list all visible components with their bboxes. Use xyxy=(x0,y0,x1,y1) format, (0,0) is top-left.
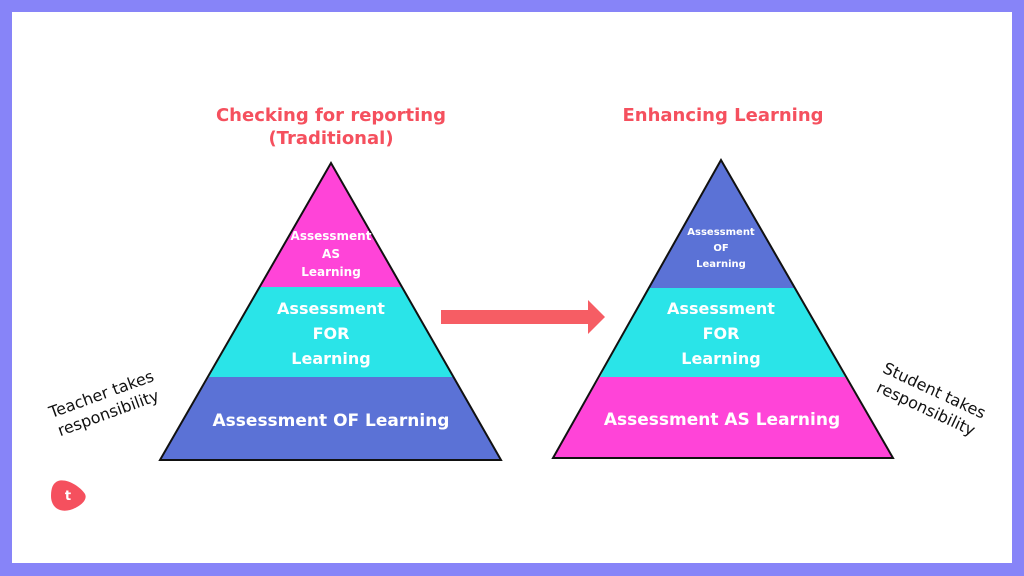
right-middle-line2: FOR xyxy=(703,324,740,343)
left-middle-line3: Learning xyxy=(291,349,370,368)
right-top-line1: Assessment xyxy=(687,227,755,238)
logo-letter: t xyxy=(65,489,71,504)
left-title: Checking for reporting (Traditional) xyxy=(190,104,472,150)
left-top-line1: Assessment xyxy=(291,229,372,243)
right-bottom-layer xyxy=(553,377,893,458)
left-bottom-label: Assessment OF Learning xyxy=(213,411,450,431)
right-bottom-label: Assessment AS Learning xyxy=(604,410,840,430)
left-pyramid xyxy=(158,160,503,461)
right-middle-layer xyxy=(600,288,845,377)
left-middle-line1: Assessment xyxy=(277,299,385,318)
right-middle-line1: Assessment xyxy=(667,299,775,318)
right-middle-line3: Learning xyxy=(681,349,760,368)
left-top-line2: AS xyxy=(322,247,340,261)
right-top-line3: Learning xyxy=(696,259,746,270)
logo-icon xyxy=(51,480,86,511)
left-bottom-layer xyxy=(160,377,501,460)
left-top-line3: Learning xyxy=(301,265,361,279)
slide xyxy=(12,12,1012,563)
right-top-layer xyxy=(648,160,795,288)
right-title: Enhancing Learning xyxy=(622,105,824,126)
arrow-right-icon xyxy=(441,300,605,334)
right-top-line2: OF xyxy=(713,243,728,254)
right-pyramid xyxy=(551,157,895,459)
left-title-line1: Checking for reporting xyxy=(215,105,447,126)
left-middle-layer xyxy=(209,287,454,377)
left-middle-line2: FOR xyxy=(313,324,350,343)
left-title-line2: (Traditional) xyxy=(268,128,394,149)
left-top-layer xyxy=(260,163,402,287)
